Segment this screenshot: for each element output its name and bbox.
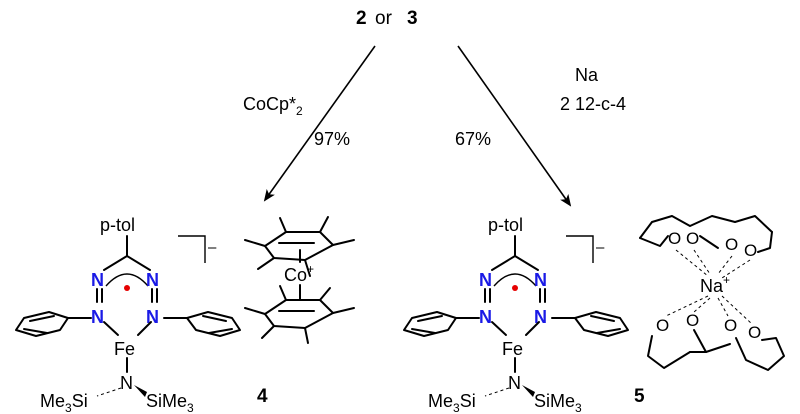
ring-nitrogen-top-right-2: N bbox=[534, 270, 547, 290]
crown-oxygen-8: O bbox=[748, 323, 761, 342]
anion-charge: – bbox=[208, 239, 217, 256]
iron-atom-label: Fe bbox=[114, 339, 135, 359]
iron-atom-label-2: Fe bbox=[502, 339, 523, 359]
reaction-arrow-left bbox=[263, 45, 376, 202]
cobalt-atom-label: Co+ bbox=[284, 262, 314, 285]
reagent-crown-ether: 2 12-c-4 bbox=[560, 94, 626, 114]
radical-dot bbox=[124, 285, 130, 291]
reagent-cocp2: CoCp*2 bbox=[243, 94, 303, 118]
cobaltocenium-cation: Co+ bbox=[244, 216, 355, 344]
silyl-group-right-2: SiMe3 bbox=[534, 391, 582, 414]
sodium-atom-label: Na+ bbox=[700, 273, 730, 296]
phenyl-ring-right-2 bbox=[574, 311, 629, 337]
phenyl-ring-left-2 bbox=[403, 311, 457, 337]
compound-number-4: 4 bbox=[257, 386, 268, 407]
anion-charge-2: – bbox=[596, 239, 605, 256]
compound-number-2: 2 bbox=[356, 8, 367, 29]
phenyl-ring-left bbox=[15, 311, 69, 337]
crown-oxygen-3: O bbox=[725, 235, 738, 254]
iron-complex-4: p-tol N N N N Fe bbox=[15, 215, 241, 414]
silyl-group-right: SiMe3 bbox=[146, 391, 194, 414]
ring-nitrogen-top-left: N bbox=[91, 270, 104, 290]
crown-oxygen-4: O bbox=[744, 241, 757, 260]
reagent-na: Na bbox=[575, 65, 599, 85]
p-tol-label-2: p-tol bbox=[488, 215, 523, 235]
yield-left: 97% bbox=[314, 129, 350, 149]
yield-right: 67% bbox=[455, 129, 491, 149]
reaction-arrow-right bbox=[457, 45, 572, 207]
phenyl-ring-right bbox=[186, 311, 241, 337]
starting-material-label: 2 or 3 bbox=[356, 8, 418, 29]
ring-nitrogen-bottom-left: N bbox=[91, 307, 104, 327]
silyl-group-left-2: Me3Si bbox=[428, 391, 476, 414]
crown-oxygen-1: O bbox=[668, 229, 681, 248]
radical-dot-2 bbox=[512, 285, 518, 291]
p-tol-label: p-tol bbox=[100, 215, 135, 235]
iron-complex-5: p-tol N N N N Fe N Me3Si S bbox=[403, 215, 629, 414]
ring-nitrogen-top-right: N bbox=[146, 270, 159, 290]
compound-number-5: 5 bbox=[634, 386, 645, 407]
compound-number-3: 3 bbox=[407, 8, 418, 29]
sodium-crown-ether-cation: O O O O Na+ O O O O bbox=[639, 215, 785, 371]
ring-nitrogen-bottom-left-2: N bbox=[479, 307, 492, 327]
crown-oxygen-5: O bbox=[656, 316, 669, 335]
amide-nitrogen-2: N bbox=[508, 373, 521, 393]
crown-oxygen-2: O bbox=[686, 229, 699, 248]
ring-nitrogen-bottom-right-2: N bbox=[534, 307, 547, 327]
or-connector: or bbox=[375, 8, 393, 29]
amide-nitrogen: N bbox=[120, 373, 133, 393]
ring-nitrogen-bottom-right: N bbox=[146, 307, 159, 327]
ring-nitrogen-top-left-2: N bbox=[479, 270, 492, 290]
silyl-group-left: Me3Si bbox=[40, 391, 88, 414]
crown-oxygen-6: O bbox=[686, 311, 699, 330]
crown-oxygen-7: O bbox=[724, 316, 737, 335]
